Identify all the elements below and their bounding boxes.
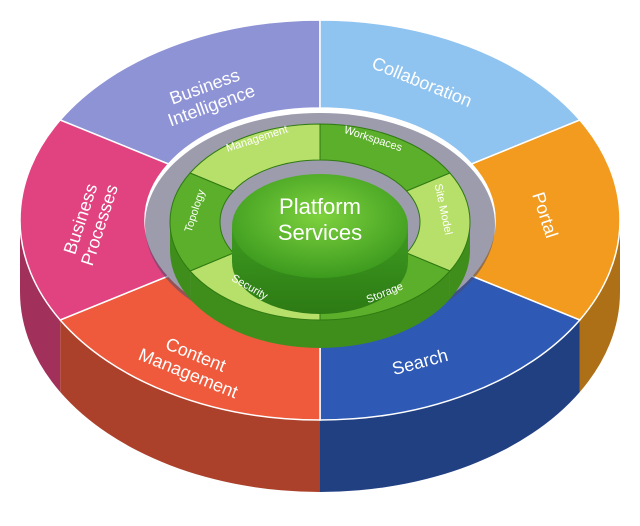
segment-portal xyxy=(470,119,621,321)
topology-side xyxy=(170,222,191,299)
ring-segment-topology xyxy=(169,172,235,272)
portal-side xyxy=(579,220,620,392)
segment-collaboration xyxy=(319,19,582,165)
core-top xyxy=(232,174,408,278)
search-side xyxy=(320,320,580,492)
outer-ring-sides xyxy=(20,220,620,492)
content-management-side xyxy=(60,320,320,492)
storage-side xyxy=(320,271,450,348)
center-title-line2: Services xyxy=(278,220,362,245)
outer-ring-segments xyxy=(19,19,621,421)
site-model-side xyxy=(449,222,470,299)
service-ring-sides xyxy=(170,222,470,348)
security-side xyxy=(190,271,320,348)
platform-core: Platform Services xyxy=(232,174,408,314)
segment-business-intelligence xyxy=(58,19,321,165)
center-title-line1: Platform xyxy=(279,194,361,219)
business-processes-side xyxy=(20,220,61,392)
